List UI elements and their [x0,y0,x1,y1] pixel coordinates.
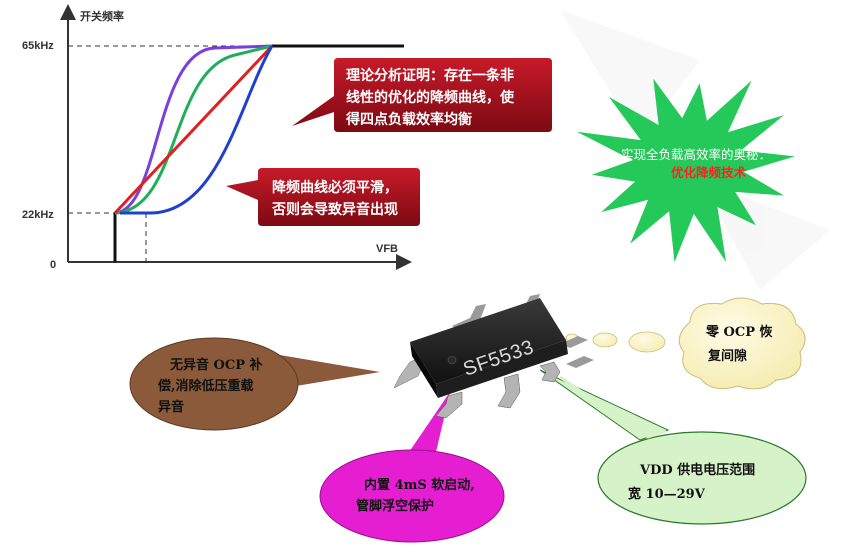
magenta-line-1: 内置 4mS 软启动, [364,477,475,493]
vdd-line-1: VDD 供电电压范围 [639,462,755,478]
x-axis-label: VFB [376,243,398,255]
smooth-callout: 降频曲线必须平滑， 否则会导致异音出现 [226,168,420,226]
theory-line-3: 得四点负载效率均衡 [345,111,472,128]
theory-line-2: 线性的优化的降频曲线，使 [346,89,515,106]
brown-bubble: 无异音 OCP 补 偿,消除低压重载 异音 [129,337,380,431]
theory-line-1: 理论分析证明：存在一条非 [346,67,514,84]
brown-line-3: 异音 [158,399,184,415]
curve-green [114,44,273,215]
chip-pin [560,336,588,348]
brown-line-1: 无异音 OCP 补 [169,357,263,373]
brown-line-2: 偿,消除低压重载 [158,378,254,394]
origin-label: 0 [50,259,56,271]
thought-line-1: 零 OCP 恢 [705,324,773,340]
burst-line-2: 优化降频技术 [671,165,747,180]
magenta-bubble: 内置 4mS 软启动, 管脚浮空保护 [319,392,505,543]
theory-callout: 理论分析证明：存在一条非 线性的优化的降频曲线，使 得四点负载效率均衡 [292,58,552,132]
y-low-label: 22kHz [22,209,54,221]
chip-pin [497,373,521,409]
thought-line-2: 复间隙 [707,348,747,364]
smooth-line-2: 否则会导致异音出现 [271,201,398,218]
curve-purple [114,44,273,215]
starburst-shape [576,78,795,263]
curve-red [113,44,274,215]
efficiency-burst: 实现全负载高效率的奥秘： 优化降频技术 [576,78,795,263]
y-high-label: 65kHz [22,40,54,52]
smooth-line-1: 降频曲线必须平滑， [272,179,398,196]
burst-line-1: 实现全负载高效率的奥秘： [621,147,771,162]
chip-package: SF5533 [393,294,594,419]
vdd-bubble: VDD 供电电压范围 宽 10—29V [539,369,807,525]
magenta-line-2: 管脚浮空保护 [356,498,434,514]
y-axis-label: 开关频率 [80,9,124,23]
frequency-graph: 开关频率 VFB 65kHz 22kHz 0 [22,4,412,271]
curve-blue [120,45,274,215]
chip-pin [566,356,594,368]
chip-pin [452,304,486,330]
ocp-thought-bubble: 零 OCP 恢 复间隙 [565,297,806,390]
chip-pin [539,361,561,383]
chip-pin [435,391,463,419]
vdd-line-2: 宽 10—29V [627,486,706,502]
